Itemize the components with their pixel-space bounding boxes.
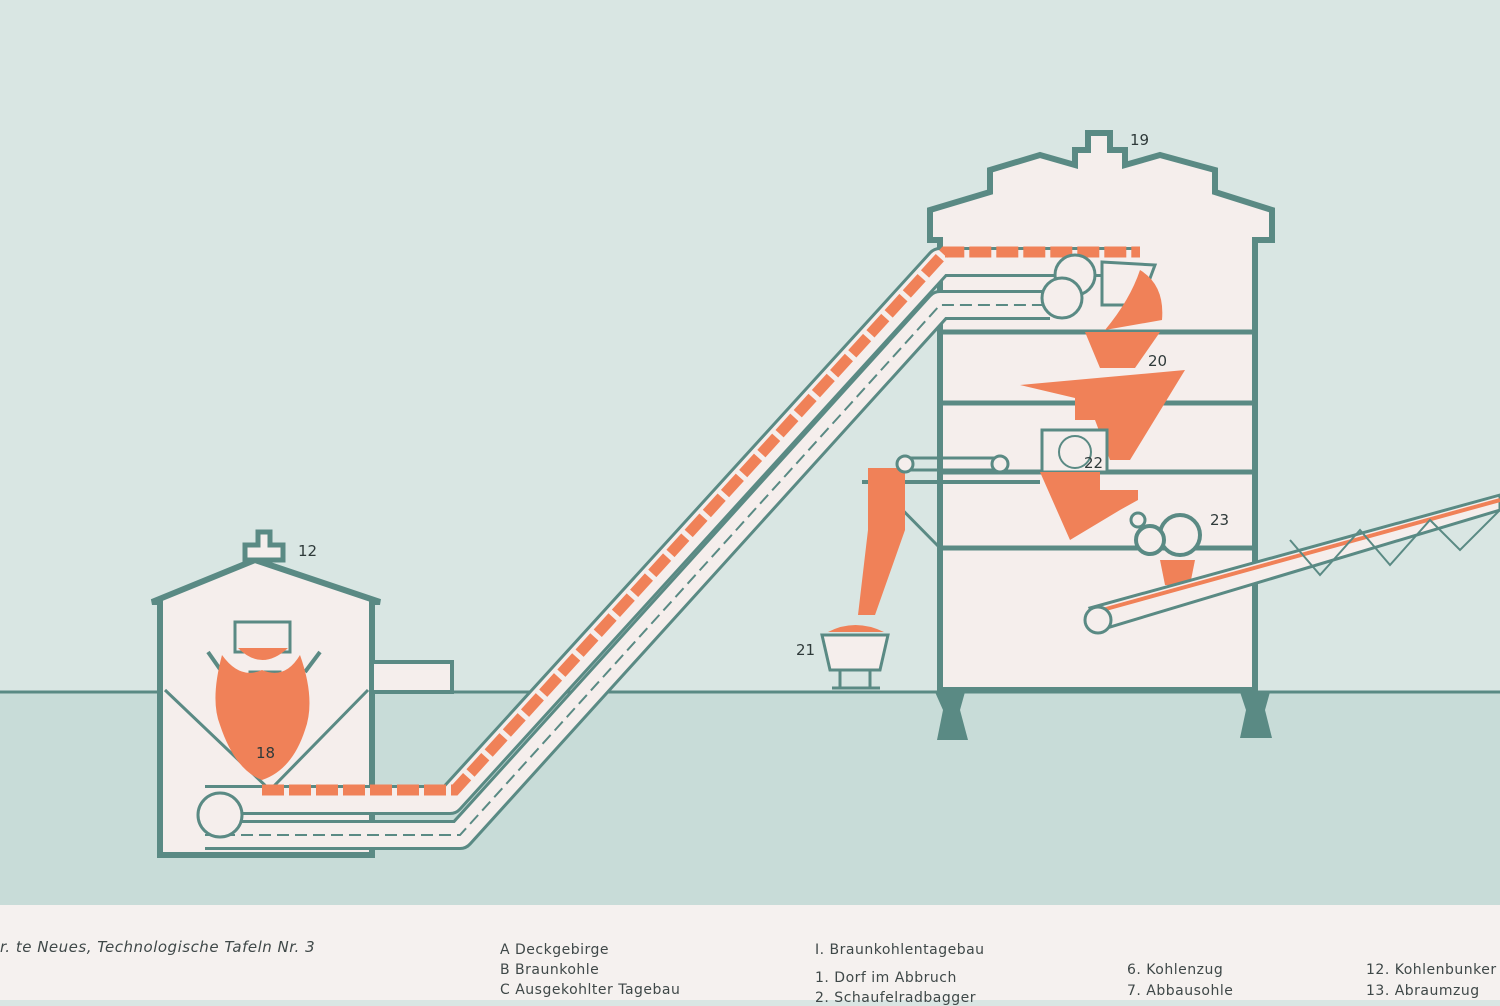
legend-strip: r. te Neues, Technologische Tafeln Nr. 3… <box>0 905 1500 1006</box>
horizontal-conveyor <box>895 454 1010 474</box>
label-18: 18 <box>256 744 275 762</box>
lower-chute <box>1040 472 1138 540</box>
legend-section-i: I. Braunkohlentagebau <box>815 942 985 958</box>
legend-item-12: 12. Kohlenbunker <box>1366 962 1497 978</box>
coal-pile-18 <box>215 655 310 780</box>
legend-item-6: 6. Kohlenzug <box>1127 962 1224 978</box>
brown-coal-processing-diagram: 12 18 19 20 21 22 23 <box>0 130 1500 905</box>
legend-item-b: B Braunkohle <box>500 962 600 978</box>
outgoing-conveyor <box>1083 493 1500 635</box>
coal-on-conveyor <box>262 246 1140 796</box>
cyclone-separator <box>858 468 905 615</box>
legend-item-1: 1. Dorf im Abbruch <box>815 970 957 986</box>
legend-item-c: C Ausgekohlter Tagebau <box>500 982 681 998</box>
label-23: 23 <box>1210 511 1229 529</box>
series-title: r. te Neues, Technologische Tafeln Nr. 3 <box>0 938 316 956</box>
coal-in-hopper <box>238 648 288 660</box>
connecting-corridor <box>370 660 454 694</box>
label-21: 21 <box>796 641 815 659</box>
label-12: 12 <box>298 542 317 560</box>
legend-item-7: 7. Abbausohle <box>1127 983 1234 999</box>
distribution-chute <box>1020 370 1185 460</box>
legend-item-13: 13. Abraumzug <box>1366 983 1480 999</box>
mine-car-21 <box>820 625 890 690</box>
crusher-assembly <box>1040 253 1163 330</box>
label-19: 19 <box>1130 131 1149 149</box>
label-22: 22 <box>1084 454 1103 472</box>
hopper-20 <box>1085 332 1160 368</box>
label-20: 20 <box>1148 352 1167 370</box>
press-rollers-23 <box>1129 511 1202 585</box>
legend-item-a: A Deckgebirge <box>500 942 610 958</box>
dryer-22 <box>1040 428 1109 474</box>
legend-item-2: 2. Schaufelradbagger <box>815 990 976 1006</box>
